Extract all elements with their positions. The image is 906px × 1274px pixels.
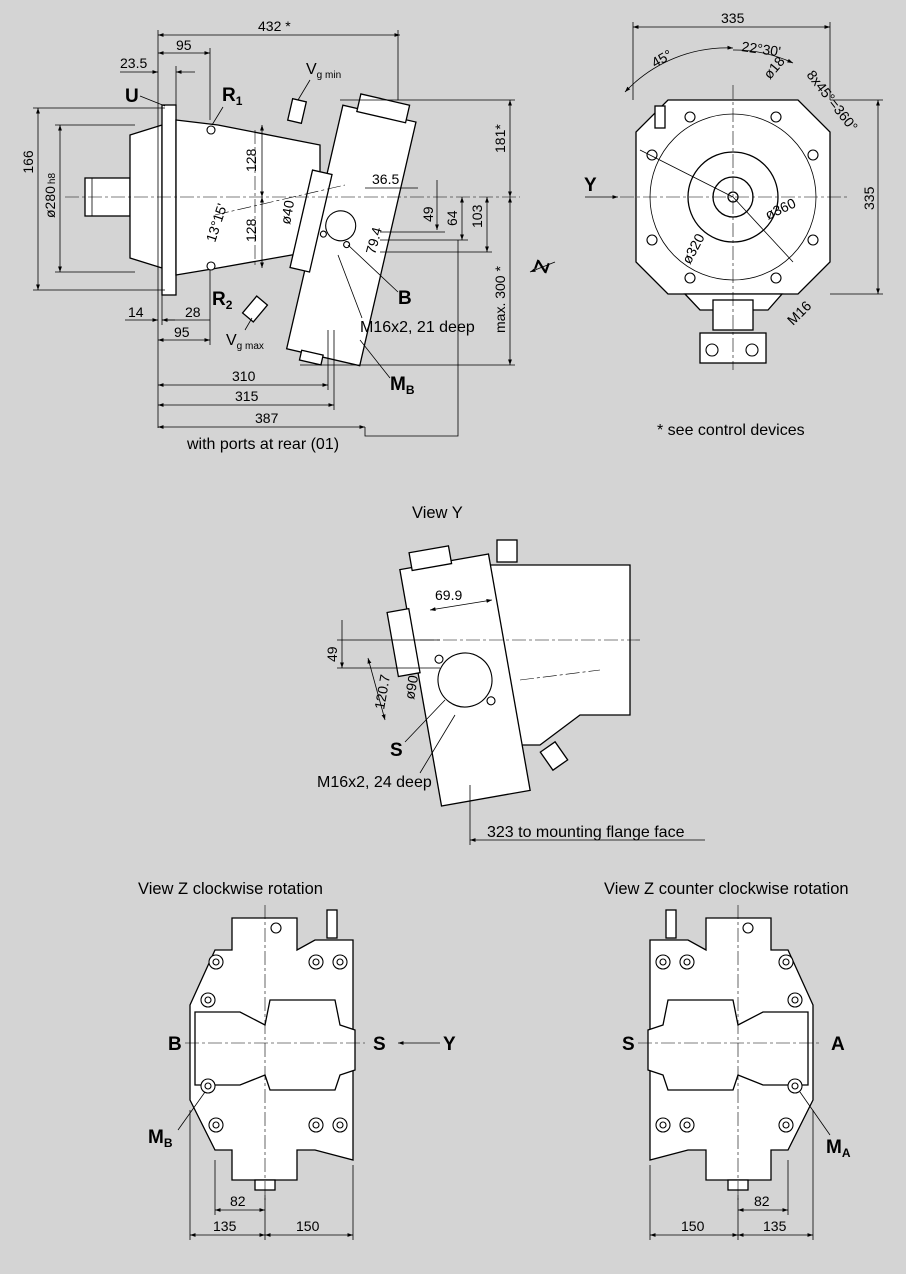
label-view-z: Z bbox=[531, 257, 555, 275]
label-thread-21: M16x2, 21 deep bbox=[360, 319, 475, 336]
dim-69-9: 69.9 bbox=[435, 587, 462, 603]
cw-label-s: S bbox=[373, 1034, 386, 1055]
port-plate bbox=[285, 93, 417, 367]
dim-45deg: 45° bbox=[649, 46, 675, 70]
view-y-title: View Y bbox=[412, 504, 463, 522]
dim-64: 64 bbox=[444, 210, 460, 226]
dim-95-top: 95 bbox=[176, 37, 192, 53]
dim-103: 103 bbox=[469, 204, 485, 228]
dim-79-4: 79.4 bbox=[362, 225, 385, 256]
label-mounting-flange: 323 to mounting flange face bbox=[487, 824, 685, 841]
dim-22-30: 22°30' bbox=[741, 38, 782, 59]
dim-view-y-49: 49 bbox=[324, 646, 340, 662]
dim-387: 387 bbox=[255, 410, 279, 426]
vgmax-adjuster bbox=[241, 295, 269, 323]
front-view: 335 45° 22°30' ø18 8x45°=360° 335 ø360 ø… bbox=[584, 10, 883, 439]
view-z-ccw-port-flange bbox=[647, 999, 809, 1091]
label-view-y: Y bbox=[584, 175, 597, 196]
view-z-cw-port-flange bbox=[194, 999, 356, 1091]
side-view: 432 * 95 23.5 166 ø280h8 128 128 13°15' … bbox=[20, 18, 556, 453]
label-r2: R2 bbox=[212, 289, 233, 312]
ccw-label-a: A bbox=[831, 1034, 845, 1055]
dim-181: 181* bbox=[492, 124, 508, 153]
label-vgmax: Vg max bbox=[226, 332, 264, 352]
view-z-clockwise: View Z clockwise rotation B S Y MB 82 13… bbox=[138, 880, 456, 1240]
label-port-b: B bbox=[398, 288, 412, 309]
label-vgmin: Vg min bbox=[306, 61, 341, 81]
view-z-counter-clockwise: View Z counter clockwise rotation S A MA… bbox=[604, 880, 851, 1240]
label-r1: R1 bbox=[222, 85, 243, 108]
cw-label-b: B bbox=[168, 1034, 182, 1055]
cw-label-mb: MB bbox=[148, 1127, 173, 1150]
label-port-s: S bbox=[390, 740, 403, 761]
dim-120-7: 120.7 bbox=[371, 673, 393, 710]
label-thread-24: M16x2, 24 deep bbox=[317, 774, 432, 791]
dim-432: 432 * bbox=[258, 18, 291, 34]
dim-90: ø90 bbox=[401, 674, 421, 701]
dim-166: 166 bbox=[20, 150, 36, 174]
dim-ports-40: ø40 bbox=[277, 199, 297, 226]
view-z-cw-title: View Z clockwise rotation bbox=[138, 880, 323, 898]
ccw-dim-135: 135 bbox=[763, 1218, 787, 1234]
dim-23-5: 23.5 bbox=[120, 55, 147, 71]
ccw-dim-82: 82 bbox=[754, 1193, 770, 1209]
view-y-port-plate bbox=[386, 545, 531, 807]
dim-128-lower: 128 bbox=[243, 218, 259, 242]
vgmin-adjuster bbox=[286, 97, 308, 125]
control-devices-note: * see control devices bbox=[657, 422, 805, 439]
ccw-label-ma: MA bbox=[826, 1137, 851, 1160]
dim-95-bottom: 95 bbox=[174, 324, 190, 340]
dim-28: 28 bbox=[185, 304, 201, 320]
view-y: View Y 69.9 49 120.7 ø90 S M16x2, 24 dee… bbox=[317, 504, 705, 845]
dim-49: 49 bbox=[420, 206, 436, 222]
cw-dim-150: 150 bbox=[296, 1218, 320, 1234]
dim-36-5: 36.5 bbox=[372, 171, 399, 187]
dim-hole-18: ø18 bbox=[760, 53, 788, 82]
cw-dim-135: 135 bbox=[213, 1218, 237, 1234]
dim-14: 14 bbox=[128, 304, 144, 320]
flange-plate bbox=[161, 104, 177, 296]
cw-dim-82: 82 bbox=[230, 1193, 246, 1209]
cw-label-y: Y bbox=[443, 1034, 456, 1055]
ccw-dim-150: 150 bbox=[681, 1218, 705, 1234]
dim-335-right: 335 bbox=[861, 186, 877, 210]
label-mb: MB bbox=[390, 374, 415, 397]
dim-315: 315 bbox=[235, 388, 259, 404]
label-u: U bbox=[125, 86, 139, 107]
dim-335-top: 335 bbox=[721, 10, 745, 26]
dim-m16: M16 bbox=[784, 297, 815, 328]
label-ports-rear: with ports at rear (01) bbox=[186, 436, 339, 453]
dim-310: 310 bbox=[232, 368, 256, 384]
mounting-flange bbox=[129, 124, 163, 269]
dim-128-upper: 128 bbox=[243, 148, 259, 172]
dim-max-300: max. 300 * bbox=[492, 266, 508, 333]
view-z-ccw-title: View Z counter clockwise rotation bbox=[604, 880, 849, 898]
dim-280: ø280h8 bbox=[42, 173, 58, 218]
ccw-label-s: S bbox=[622, 1034, 635, 1055]
